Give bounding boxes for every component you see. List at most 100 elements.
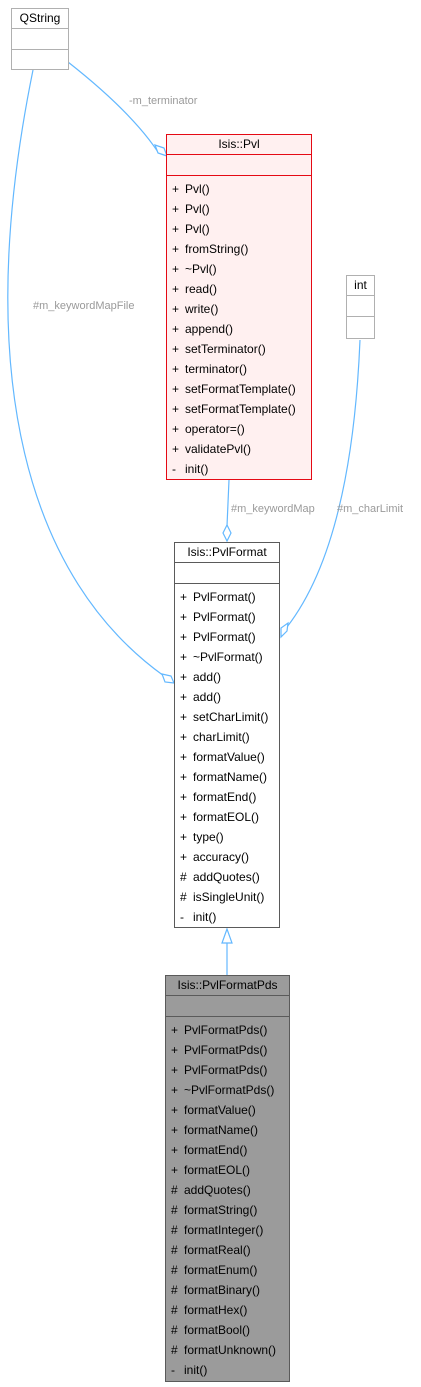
class-isis-pvlformatpds[interactable]: Isis::PvlFormatPds +PvlFormatPds()+PvlFo… <box>165 975 290 1382</box>
class-operation[interactable]: #isSingleUnit() <box>175 887 279 907</box>
class-operation[interactable]: +Pvl() <box>167 199 311 219</box>
class-attributes <box>347 296 374 317</box>
class-operation[interactable]: +formatName() <box>175 767 279 787</box>
class-operation[interactable]: +charLimit() <box>175 727 279 747</box>
class-operation[interactable]: + PvlFormatPds() <box>166 1020 289 1040</box>
visibility-marker: # <box>171 1263 178 1277</box>
operation-name: ~PvlFormat() <box>193 650 263 664</box>
visibility-marker: - <box>180 910 184 924</box>
class-operation[interactable]: #formatBool() <box>166 1320 289 1340</box>
class-operation[interactable]: +formatValue() <box>166 1100 289 1120</box>
visibility-marker: + <box>180 690 188 704</box>
class-operation[interactable]: #addQuotes() <box>175 867 279 887</box>
edge-m-keywordmap <box>226 479 230 527</box>
operation-name: setFormatTemplate() <box>185 382 296 396</box>
aggregation-diamond-pvl <box>153 144 169 157</box>
operation-name: addQuotes() <box>184 1183 251 1197</box>
operation-name: formatInteger() <box>184 1223 264 1237</box>
class-operation[interactable]: + PvlFormat() <box>175 587 279 607</box>
operation-name: setCharLimit() <box>193 710 269 724</box>
class-operation[interactable]: +read() <box>167 279 311 299</box>
class-operation[interactable]: #addQuotes() <box>166 1180 289 1200</box>
class-operation[interactable]: #formatBinary() <box>166 1280 289 1300</box>
operation-name: formatValue() <box>193 750 265 764</box>
operation-name: formatUnknown() <box>184 1343 277 1357</box>
class-operation[interactable]: +fromString() <box>167 239 311 259</box>
class-operation[interactable]: +terminator() <box>167 359 311 379</box>
visibility-marker: + <box>171 1143 179 1157</box>
class-int[interactable]: int <box>346 275 375 339</box>
class-operation[interactable]: #formatInteger() <box>166 1220 289 1240</box>
visibility-marker: + <box>171 1123 179 1137</box>
class-operation[interactable]: #formatHex() <box>166 1300 289 1320</box>
class-operation[interactable]: +setCharLimit() <box>175 707 279 727</box>
class-isis-pvl[interactable]: Isis::Pvl +Pvl()+Pvl()+Pvl()+fromString(… <box>166 134 312 480</box>
operation-name: ~Pvl() <box>185 262 217 276</box>
operation-name: PvlFormatPds() <box>184 1023 268 1037</box>
class-operation[interactable]: # formatUnknown() <box>166 1340 289 1360</box>
operation-name: PvlFormat() <box>193 590 256 604</box>
visibility-marker: + <box>172 262 180 276</box>
class-operation[interactable]: +add() <box>175 667 279 687</box>
class-operation[interactable]: +add() <box>175 687 279 707</box>
class-operation[interactable]: +accuracy() <box>175 847 279 867</box>
class-operation[interactable]: +setFormatTemplate() <box>167 379 311 399</box>
class-attributes <box>166 996 289 1017</box>
operation-name: addQuotes() <box>193 870 260 884</box>
class-operation[interactable]: +formatEnd() <box>166 1140 289 1160</box>
class-operation[interactable]: +type() <box>175 827 279 847</box>
class-operation[interactable]: +Pvl() <box>167 179 311 199</box>
operation-name: write() <box>185 302 219 316</box>
class-operation[interactable]: +setFormatTemplate() <box>167 399 311 419</box>
visibility-marker: - <box>171 1363 175 1377</box>
class-operation[interactable]: +PvlFormat() <box>175 627 279 647</box>
edge-label-m-charlimit: #m_charLimit <box>337 503 404 515</box>
visibility-marker: + <box>171 1023 179 1037</box>
class-operation[interactable]: +validatePvl() <box>167 439 311 459</box>
visibility-marker: # <box>171 1343 178 1357</box>
class-operation[interactable]: +append() <box>167 319 311 339</box>
class-attributes <box>175 563 279 584</box>
operation-name: formatEnum() <box>184 1263 258 1277</box>
visibility-marker: # <box>171 1303 178 1317</box>
visibility-marker: + <box>172 322 180 336</box>
class-operation[interactable]: +~PvlFormat() <box>175 647 279 667</box>
class-isis-pvlformat[interactable]: Isis::PvlFormat +PvlFormat()+PvlFormat()… <box>174 542 280 928</box>
operation-name: PvlFormat() <box>193 630 256 644</box>
class-operation[interactable]: + ~Pvl() <box>167 259 311 279</box>
class-operation[interactable]: +setTerminator() <box>167 339 311 359</box>
class-qstring[interactable]: QString <box>11 8 69 70</box>
visibility-marker: + <box>180 770 188 784</box>
class-operation[interactable]: +~PvlFormatPds() <box>166 1080 289 1100</box>
visibility-marker: + <box>172 242 180 256</box>
class-operation[interactable]: -init() <box>167 459 311 479</box>
class-operation[interactable]: -init() <box>175 907 279 927</box>
operation-name: formatValue() <box>184 1103 256 1117</box>
class-operation[interactable]: +formatEOL() <box>166 1160 289 1180</box>
class-operation[interactable]: +Pvl() <box>167 219 311 239</box>
class-operation[interactable]: -init() <box>166 1360 289 1380</box>
operation-name: PvlFormatPds() <box>184 1043 268 1057</box>
class-operation[interactable]: +PvlFormat() <box>175 607 279 627</box>
class-operation[interactable]: +PvlFormatPds() <box>166 1040 289 1060</box>
inheritance-arrow <box>221 927 233 944</box>
visibility-marker: - <box>172 462 176 476</box>
class-operation[interactable]: +formatName() <box>166 1120 289 1140</box>
class-operation[interactable]: #formatString() <box>166 1200 289 1220</box>
visibility-marker: + <box>180 590 188 604</box>
class-operation[interactable]: # formatEnum() <box>166 1260 289 1280</box>
operation-name: init() <box>185 462 209 476</box>
class-operation[interactable]: #formatReal() <box>166 1240 289 1260</box>
class-operation[interactable]: + write() <box>167 299 311 319</box>
class-operation[interactable]: +formatEOL() <box>175 807 279 827</box>
class-operation[interactable]: +formatValue() <box>175 747 279 767</box>
operation-name: formatReal() <box>184 1243 251 1257</box>
class-operation[interactable]: +formatEnd() <box>175 787 279 807</box>
visibility-marker: + <box>172 202 180 216</box>
class-operation[interactable]: +PvlFormatPds() <box>166 1060 289 1080</box>
visibility-marker: + <box>172 402 180 416</box>
visibility-marker: + <box>172 282 180 296</box>
class-title: Isis::PvlFormat <box>175 543 279 563</box>
visibility-marker: + <box>172 302 180 316</box>
class-operation[interactable]: +operator=() <box>167 419 311 439</box>
